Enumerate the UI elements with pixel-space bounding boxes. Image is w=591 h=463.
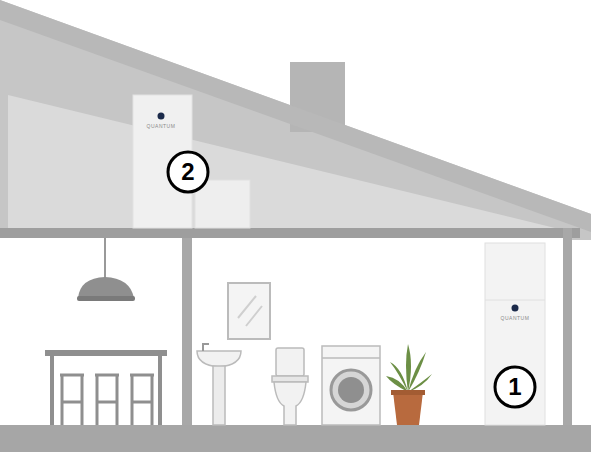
- inverter-unit: [195, 180, 250, 228]
- washer-door: [331, 370, 371, 410]
- plant-pot: [393, 392, 423, 425]
- partition-wall: [182, 238, 192, 425]
- toilet-bowl: [274, 382, 306, 425]
- mirror-glint: [238, 296, 262, 326]
- callout-circle: [168, 152, 208, 192]
- sink-basin: [197, 351, 241, 367]
- roof: [0, 0, 591, 240]
- brand-text: QUANTUM: [147, 124, 176, 129]
- toilet-tank: [276, 348, 304, 376]
- table-top: [45, 350, 167, 356]
- floor-slab: [0, 425, 591, 452]
- table-leg: [158, 356, 162, 425]
- sink-pedestal: [213, 366, 225, 425]
- battery-unit: [485, 243, 545, 425]
- toilet-seat: [272, 376, 308, 382]
- tap: [203, 344, 209, 351]
- brand-text: QUANTUM: [501, 316, 530, 321]
- mirror: [228, 283, 270, 339]
- attic-floor: [0, 228, 580, 238]
- stools: [60, 375, 154, 425]
- unit-seam: [485, 300, 545, 301]
- outer-wall: [563, 228, 572, 425]
- ground-floor: [0, 238, 563, 425]
- lamp-cord: [104, 238, 106, 280]
- callout-circle: [495, 367, 535, 407]
- washer-drum: [338, 377, 364, 403]
- logo-dot: [158, 113, 165, 120]
- callout-number: 2: [181, 160, 194, 184]
- attic-space: [8, 95, 555, 228]
- lamp-rim: [77, 296, 135, 301]
- roof-band: [0, 0, 591, 232]
- plant-leaves: [386, 344, 432, 392]
- pot-rim: [391, 390, 425, 395]
- table-leg: [50, 356, 54, 425]
- lamp-shade: [78, 277, 134, 298]
- callout-number: 1: [508, 375, 521, 399]
- logo-dot: [512, 305, 519, 312]
- washer-panel: [322, 357, 380, 359]
- ground: [0, 452, 591, 463]
- washing-machine: [322, 346, 380, 425]
